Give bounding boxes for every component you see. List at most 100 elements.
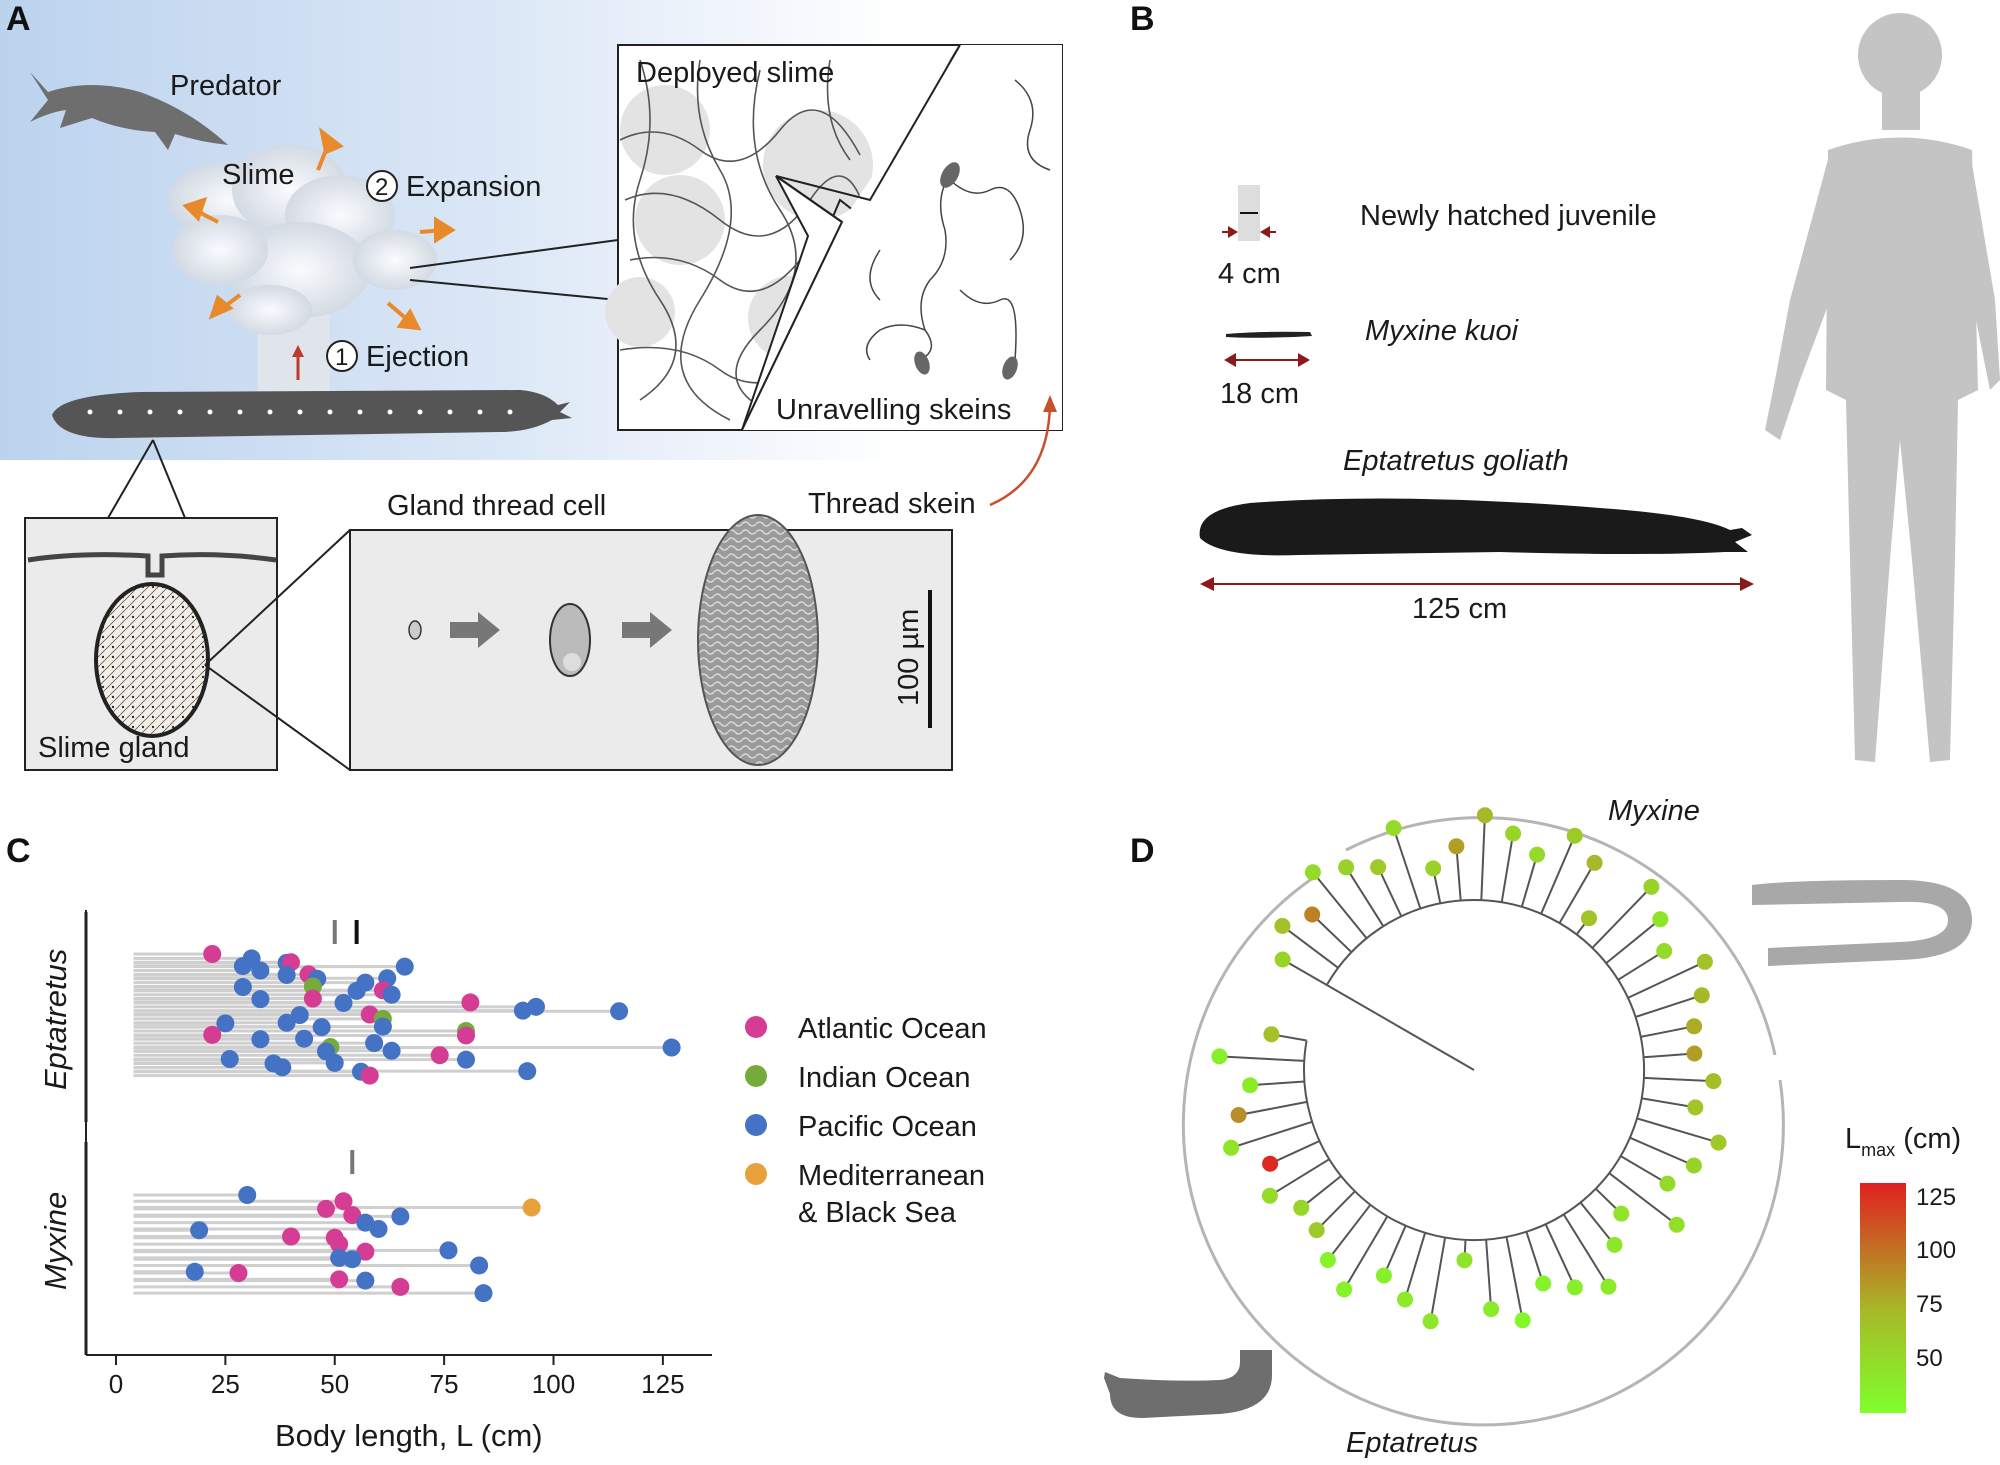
tip-point: [1505, 825, 1522, 842]
tip-point: [1242, 1077, 1259, 1094]
data-point: [513, 1001, 532, 1020]
shark-icon: [30, 72, 228, 150]
c-points: [185, 945, 681, 1303]
myxine-clade-arc: [1345, 816, 1777, 1056]
data-point: [330, 1235, 349, 1254]
data-point: [470, 1256, 489, 1275]
data-point: [365, 1034, 384, 1053]
legend-item-atlantic: Atlantic Ocean: [745, 1013, 987, 1045]
legend-label-mediterranean-line2: & Black Sea: [798, 1197, 957, 1229]
slime-pores: [87, 409, 513, 415]
thread-skein-shape: [697, 514, 819, 766]
data-point: [360, 1066, 379, 1085]
panel-a: A Predator Slime 2 Expansion 1 Ejection: [0, 0, 1063, 771]
tip-point: [1705, 1073, 1722, 1090]
tip-point: [1581, 910, 1597, 927]
tip-point: [1425, 860, 1442, 877]
tip-point: [1375, 1267, 1392, 1284]
stage-arrow-1: [450, 612, 500, 648]
data-point: [220, 1050, 239, 1069]
legend-item-indian: Indian Ocean: [745, 1062, 971, 1094]
data-point: [330, 1248, 349, 1267]
data-point: [251, 1030, 270, 1049]
skein-icon: [1002, 356, 1018, 380]
tip-point: [1336, 1281, 1353, 1298]
tip-point: [1304, 906, 1321, 923]
eptatretus-silhouette: [1104, 1350, 1272, 1418]
x-tick-label: 25: [211, 1369, 240, 1399]
myxine-kuoi-size: 18 cm: [1220, 378, 1299, 410]
data-point: [295, 1029, 314, 1048]
step2-number: 2: [375, 174, 388, 201]
panel-b: B 4 cm Newly hatched juvenile 18 cm Myxi…: [1130, 0, 2000, 762]
data-point: [238, 1186, 257, 1204]
data-point: [273, 1058, 292, 1077]
tip-point: [1262, 1155, 1279, 1172]
colorbar-gradient: [1860, 1183, 1906, 1413]
data-point: [277, 1013, 296, 1032]
data-point: [343, 1206, 362, 1225]
slime-gland-inset: Slime gland: [24, 517, 278, 771]
scale-bar-label: 100 µm: [893, 609, 925, 706]
data-point: [373, 1017, 392, 1036]
zoom-line-bottom: [409, 279, 619, 301]
phylogeny-tips: [1211, 807, 1727, 1330]
hagfish-body: [52, 390, 572, 439]
data-point: [251, 990, 270, 1009]
data-point: [522, 1198, 541, 1217]
step1-marker: 1: [326, 340, 358, 372]
tip-point: [1230, 1107, 1247, 1123]
tip-point: [1643, 878, 1660, 895]
myxine-kuoi-silhouette: [1226, 331, 1312, 338]
data-point: [233, 978, 252, 997]
tip-point: [1397, 1291, 1413, 1308]
legend-swatch-mediterranean: [745, 1163, 767, 1185]
data-point: [457, 1050, 475, 1069]
data-point: [334, 1192, 353, 1211]
tip-point: [1535, 1275, 1552, 1292]
thread-skein-label: Thread skein: [808, 488, 976, 520]
colorbar-tick-100: 100: [1916, 1237, 1956, 1264]
c-x-axis-label: Body length, L (cm): [275, 1418, 543, 1453]
tip-point: [1274, 951, 1291, 968]
eptatretus-clade-arc: [1181, 876, 1785, 1427]
data-point: [334, 993, 353, 1012]
tip-point: [1600, 1278, 1617, 1295]
gland-zoom-line-right: [152, 439, 186, 519]
group-label-myxine: Myxine: [38, 1192, 73, 1290]
data-point: [303, 989, 322, 1008]
tip-point: [1211, 1048, 1228, 1065]
deployed-slime-inset: Deployed slime Unravelling skeins: [605, 44, 1063, 431]
tip-point: [1685, 1157, 1702, 1174]
tip-point: [1659, 1175, 1676, 1192]
myxine-silhouette: [1752, 880, 1972, 966]
tip-point: [1606, 1236, 1623, 1253]
legend-label-indian: Indian Ocean: [798, 1062, 971, 1094]
data-point: [610, 1002, 629, 1021]
tip-point: [1476, 807, 1493, 824]
predator-label: Predator: [170, 70, 282, 102]
skein-icon: [940, 162, 960, 188]
tip-point: [1696, 953, 1713, 970]
tip-point: [1223, 1139, 1240, 1156]
c-legend: Atlantic Ocean Indian Ocean Pacific Ocea…: [745, 1013, 987, 1229]
tip-point: [1668, 1216, 1685, 1233]
colorbar-tick-125: 125: [1916, 1184, 1956, 1211]
legend-swatch-indian: [745, 1065, 767, 1087]
tip-point: [1656, 943, 1673, 959]
tip-point: [1293, 1199, 1310, 1216]
tip-point: [1613, 1205, 1630, 1222]
legend-label-mediterranean: Mediterranean: [798, 1160, 985, 1192]
tip-point: [1385, 820, 1402, 836]
tip-point: [1693, 987, 1710, 1004]
data-point: [330, 1270, 349, 1289]
slime-gland-sac: [94, 582, 210, 738]
data-point: [229, 1264, 248, 1283]
data-point: [430, 1046, 449, 1065]
colorbar: Lmax (cm) 125 100 75 50: [1845, 1123, 1961, 1413]
tip-point: [1370, 859, 1387, 876]
step2-marker: 2: [366, 170, 398, 202]
data-point: [312, 1018, 331, 1037]
data-point: [391, 1207, 410, 1226]
